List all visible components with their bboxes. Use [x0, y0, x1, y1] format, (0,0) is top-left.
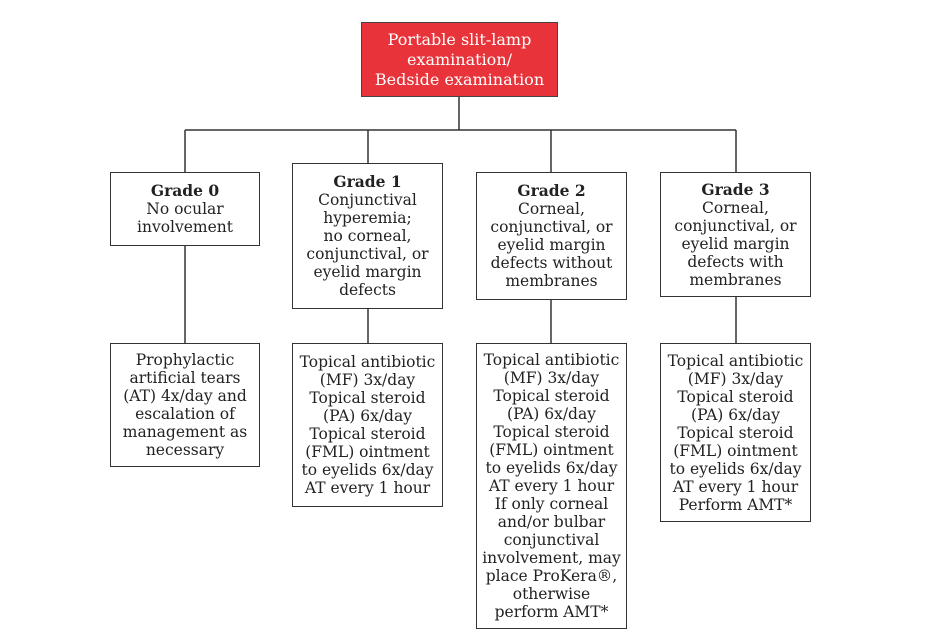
grade-1-node: Grade 1 Conjunctival hyperemia; no corne… [292, 163, 443, 309]
grade-1-treatment-line: AT every 1 hour [304, 479, 431, 497]
grade-3-treatment-line: Perform AMT* [678, 495, 793, 514]
root-line: Bedside examination [374, 69, 545, 89]
grade-2-treatment-line: Topical steroid [493, 423, 610, 441]
grade-1-line: no corneal, [323, 227, 412, 245]
grade-3-treatment-line: Topical antibiotic [667, 351, 804, 370]
grade-2-treatment-line: (PA) 6x/day [507, 405, 596, 423]
grade-1-treatment-line: to eyelids 6x/day [301, 461, 434, 479]
grade-3-treatment-line: (MF) 3x/day [687, 369, 784, 388]
grade-1-treatment-line: Topical antibiotic [299, 353, 436, 371]
grade-1-treatment-line: (MF) 3x/day [319, 371, 416, 389]
grade-2-treatment-line: otherwise [512, 585, 591, 603]
grade-2-treatment-line: involvement, may [482, 549, 621, 567]
grade-1-treatment-line: Topical steroid [309, 425, 426, 443]
grade-1-line: hyperemia; [323, 209, 412, 227]
grade-2-node: Grade 2 Corneal, conjunctival, or eyelid… [476, 172, 627, 300]
grade-3-line: conjunctival, or [674, 216, 797, 235]
root-line: examination/ [406, 49, 513, 69]
grade-3-treatment-line: Topical steroid [677, 423, 794, 442]
grade-1-treatment-line: (FML) ointment [305, 443, 430, 461]
grade-0-treatment-line: necessary [145, 441, 225, 459]
grade-0-line: involvement [137, 218, 233, 236]
grade-3-treatment-line: Topical steroid [677, 387, 794, 406]
grade-3-treatment-line: (PA) 6x/day [691, 405, 780, 424]
grade-0-treatment-line: (AT) 4x/day and [123, 387, 247, 405]
grade-2-treatment-line: place ProKera®, [485, 567, 618, 585]
grade-0-treatment-line: escalation of [135, 405, 235, 423]
grade-0-line: No ocular [146, 200, 224, 218]
grade-0-treatment-line: management as [122, 423, 248, 441]
grade-0-treatment-line: artificial tears [129, 369, 241, 387]
root-line: Portable slit-lamp [387, 29, 532, 49]
grade-2-line: membranes [505, 272, 598, 290]
grade-1-treatment-line: Topical steroid [309, 389, 426, 407]
grade-2-treatment-line: (MF) 3x/day [503, 369, 600, 387]
grade-2-treatment-line: conjunctival [503, 531, 600, 549]
grade-3-line: eyelid margin [681, 234, 790, 253]
grade-3-treatment-line: to eyelids 6x/day [669, 459, 802, 478]
grade-2-line: conjunctival, or [490, 218, 613, 236]
grade-3-treatment-line: (FML) ointment [673, 441, 798, 460]
grade-1-line: conjunctival, or [306, 245, 429, 263]
grade-2-treatment-line: to eyelids 6x/day [485, 459, 618, 477]
grade-3-treatment-node: Topical antibiotic (MF) 3x/day Topical s… [660, 343, 811, 522]
grade-2-treatment-node: Topical antibiotic (MF) 3x/day Topical s… [476, 343, 627, 629]
grade-1-title: Grade 1 [333, 172, 402, 191]
grade-2-treatment-line: Topical steroid [493, 387, 610, 405]
grade-3-treatment-line: AT every 1 hour [672, 477, 799, 496]
grade-3-line: defects with [687, 252, 784, 271]
grade-2-treatment-line: and/or bulbar [497, 513, 606, 531]
grade-1-treatment-line: (PA) 6x/day [323, 407, 412, 425]
grade-2-line: eyelid margin [497, 236, 606, 254]
grade-1-line: eyelid margin [313, 263, 422, 281]
grade-2-line: defects without [490, 254, 613, 272]
grade-0-title: Grade 0 [150, 181, 220, 200]
grade-0-treatment-line: Prophylactic [135, 351, 235, 369]
grade-2-treatment-line: Topical antibiotic [483, 351, 620, 369]
grade-3-node: Grade 3 Corneal, conjunctival, or eyelid… [660, 172, 811, 297]
grade-2-treatment-line: perform AMT* [494, 603, 609, 621]
grade-1-treatment-node: Topical antibiotic (MF) 3x/day Topical s… [292, 343, 443, 507]
grade-3-line: Corneal, [702, 198, 769, 217]
grade-0-node: Grade 0 No ocular involvement [110, 172, 260, 246]
grade-2-treatment-line: If only corneal [494, 495, 609, 513]
grade-1-line: Conjunctival [318, 191, 417, 209]
grade-0-treatment-node: Prophylactic artificial tears (AT) 4x/da… [110, 343, 260, 467]
grade-2-treatment-line: (FML) ointment [489, 441, 614, 459]
grade-2-treatment-line: AT every 1 hour [488, 477, 615, 495]
grade-3-title: Grade 3 [701, 179, 770, 199]
grade-2-title: Grade 2 [517, 181, 586, 200]
grade-1-line: defects [339, 281, 396, 299]
grade-3-line: membranes [689, 270, 782, 289]
root-node: Portable slit-lamp examination/ Bedside … [361, 22, 558, 97]
grade-2-line: Corneal, [518, 200, 585, 218]
